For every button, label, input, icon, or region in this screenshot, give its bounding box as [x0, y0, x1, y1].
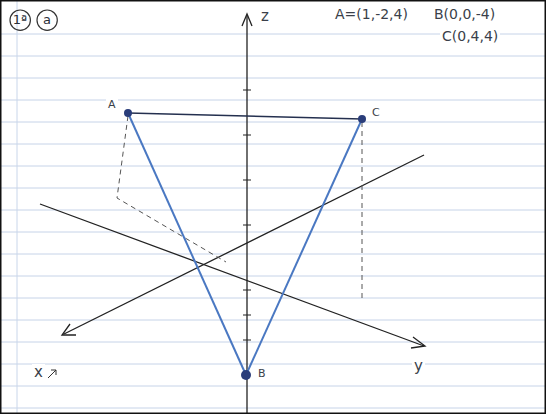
ruled-line	[0, 386, 546, 387]
triangle-side	[128, 113, 362, 119]
ruled-line	[0, 210, 546, 211]
axis-arrowhead	[62, 324, 76, 335]
triangle-side	[128, 113, 246, 375]
point-label: B	[256, 368, 268, 381]
x-axis	[64, 155, 424, 334]
ruled-lines	[0, 34, 546, 408]
margin-line	[17, 0, 18, 414]
point-label: C	[370, 107, 382, 120]
axis-arrowhead	[242, 14, 252, 26]
ruled-line	[0, 254, 546, 255]
axis-label: y	[412, 358, 425, 375]
ruled-line	[0, 144, 546, 145]
ruled-line	[0, 78, 546, 79]
ruled-line	[0, 342, 546, 343]
ruled-line	[0, 56, 546, 57]
direction-arrow	[48, 370, 56, 378]
projection-line	[117, 116, 226, 262]
axis-arrowhead	[411, 337, 425, 348]
circled-mark: 1ª	[9, 9, 31, 31]
ruled-line	[0, 408, 546, 409]
ruled-line	[0, 166, 546, 167]
z-axis	[246, 16, 247, 414]
ruled-line	[0, 298, 546, 299]
ruled-line	[0, 364, 546, 365]
circled-mark: a	[36, 9, 58, 31]
ruled-line	[0, 122, 546, 123]
circle-outline	[37, 10, 57, 30]
coordinate-note: A=(1,-2,4)	[333, 6, 410, 22]
axis-label: x	[32, 364, 45, 381]
ruled-line	[0, 232, 546, 233]
item-mark: 1ª	[13, 13, 27, 27]
circle-outline	[10, 10, 30, 30]
ruled-line	[0, 188, 546, 189]
triangle-side	[246, 119, 362, 375]
ruled-line	[0, 100, 546, 101]
axis-ticks	[243, 90, 251, 340]
vertex-dot	[124, 109, 132, 117]
vertex-dot	[358, 115, 366, 123]
y-axis	[40, 204, 424, 346]
coordinate-note: C(0,4,4)	[440, 28, 500, 44]
point-label: A	[106, 99, 118, 112]
axis-label: z	[259, 8, 271, 25]
coordinate-note: B(0,0,-4)	[432, 6, 497, 22]
projection-line	[362, 122, 363, 300]
vertex-dot	[241, 370, 251, 380]
ruled-line	[0, 276, 546, 277]
ruled-line	[0, 320, 546, 321]
item-mark: a	[43, 13, 51, 27]
